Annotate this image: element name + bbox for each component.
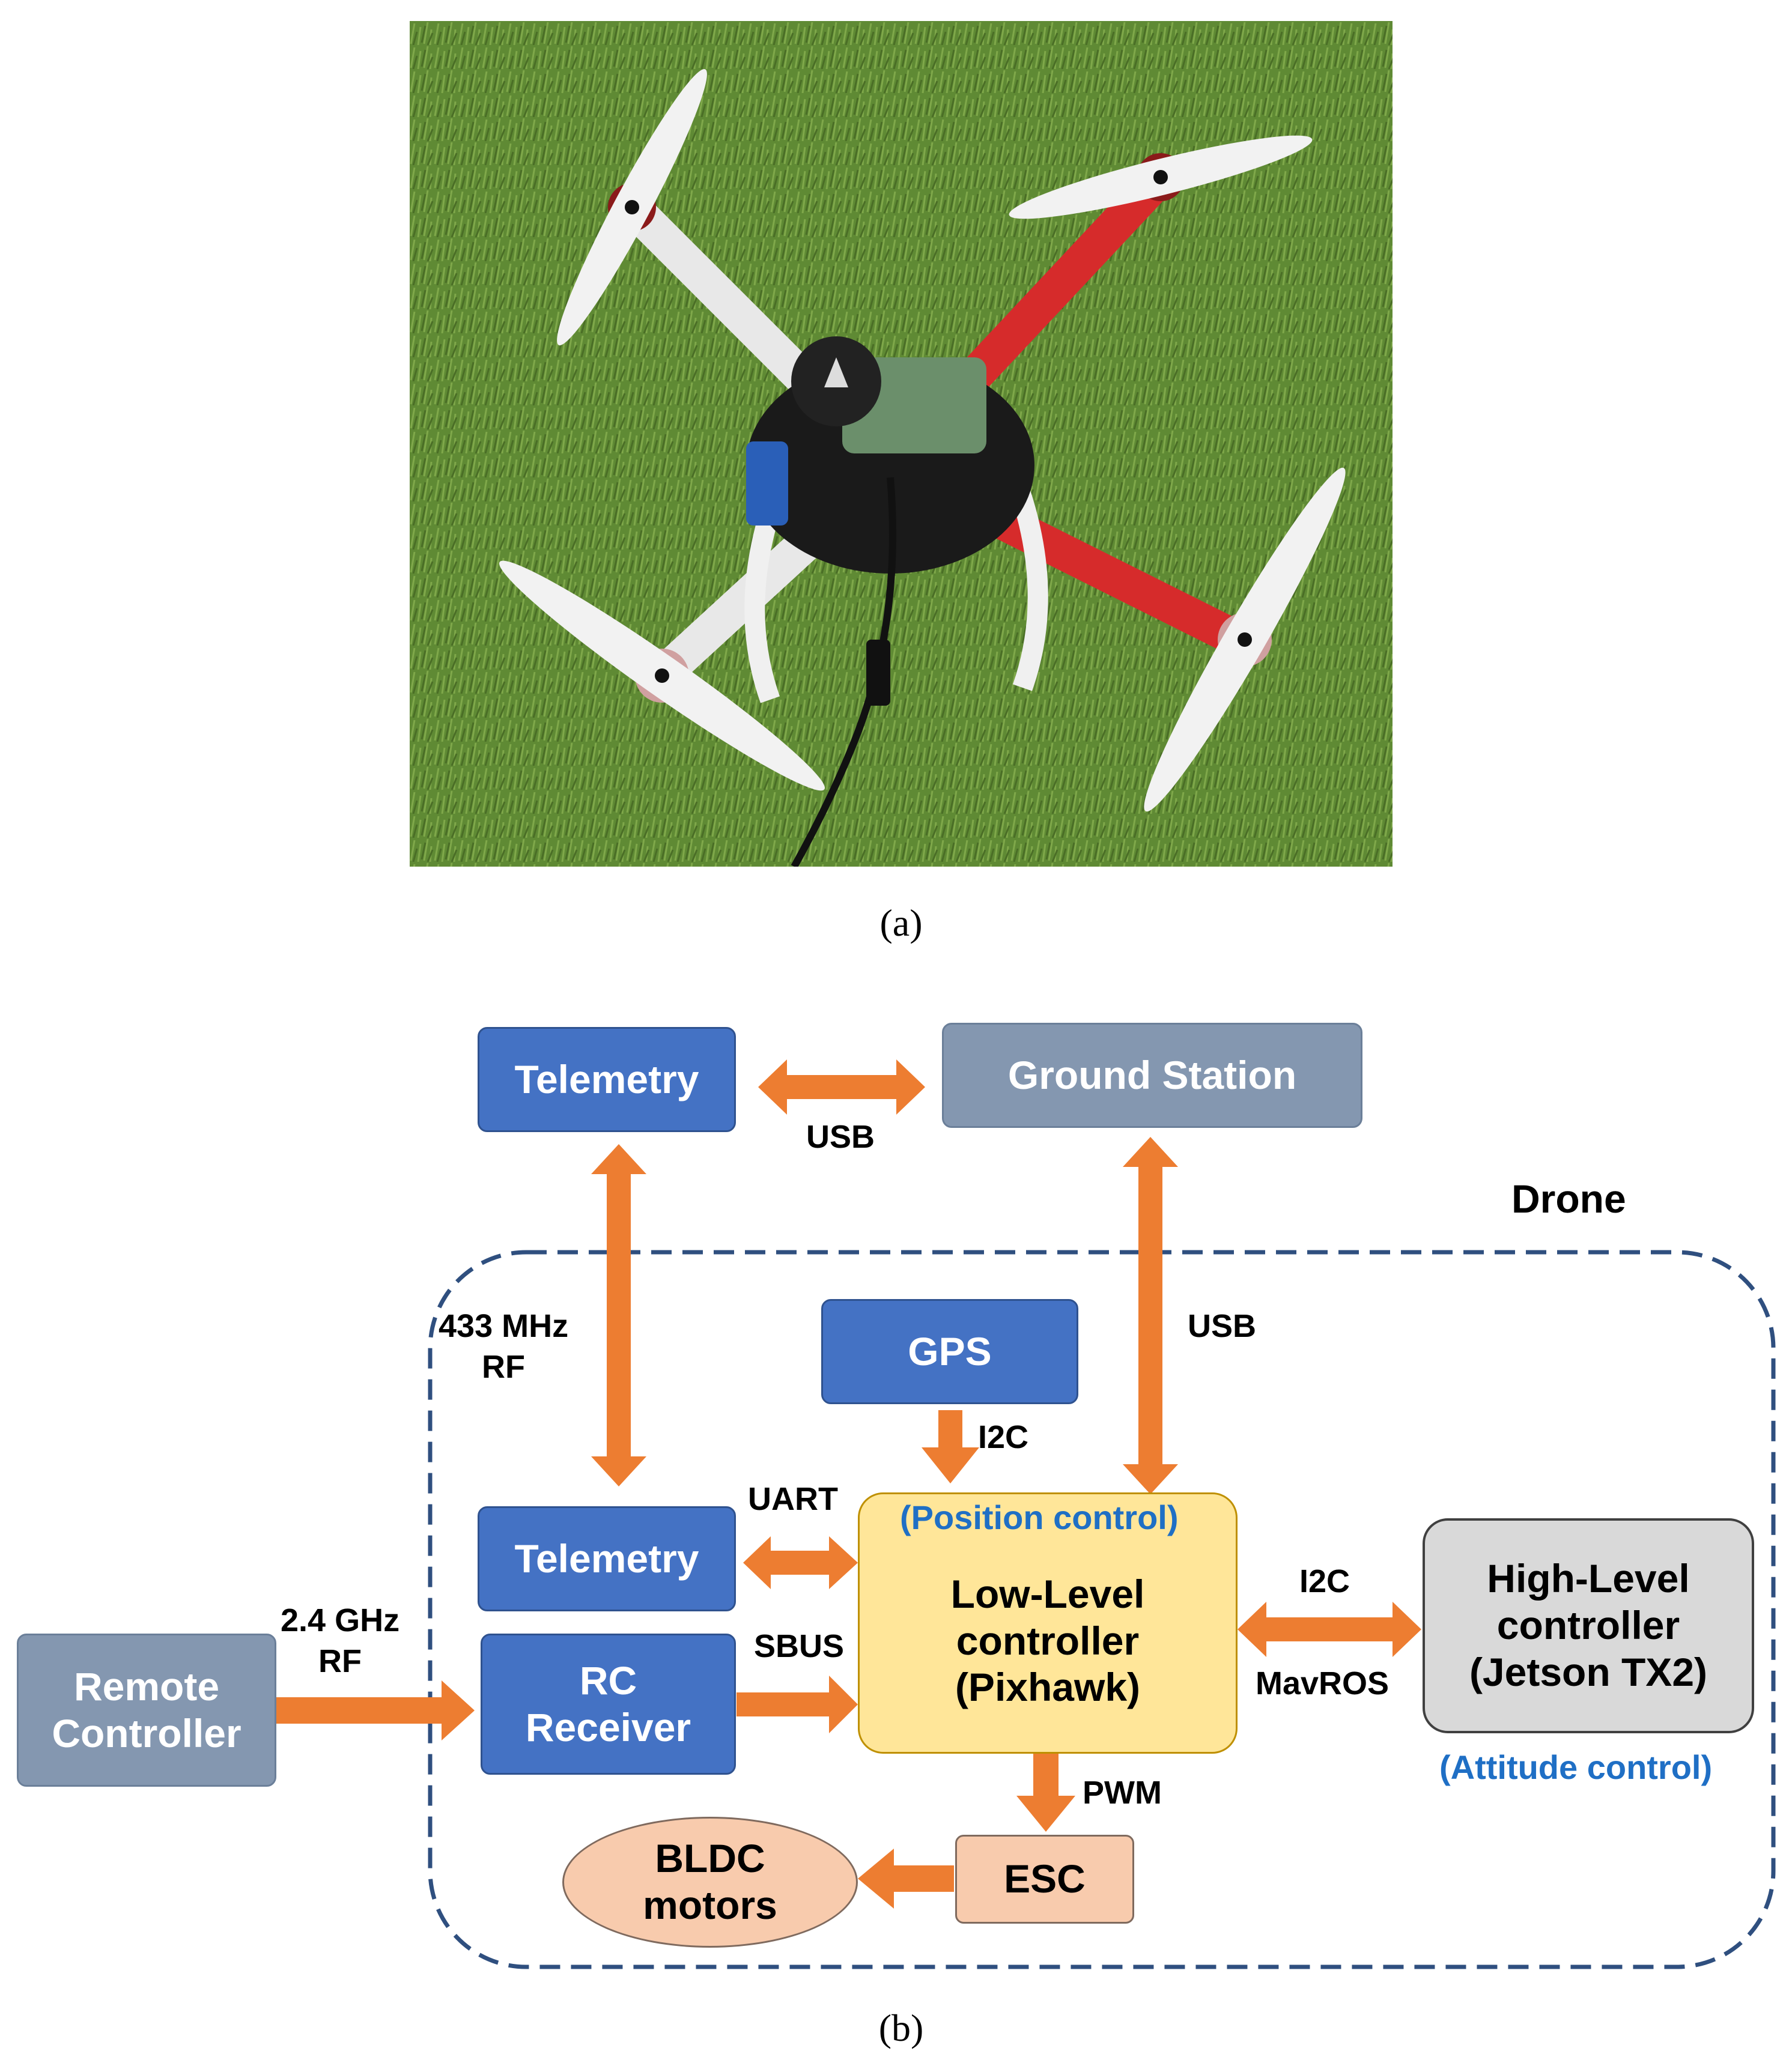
high-level-label-line3: (Jetson TX2) — [1469, 1649, 1708, 1694]
arrow-pwm — [1016, 1754, 1075, 1832]
telemetry-bottom-label: Telemetry — [514, 1536, 699, 1581]
rc-receiver-box: RC Receiver — [481, 1634, 736, 1775]
arrow-telemetry-rf — [591, 1144, 646, 1486]
telemetry-top-label: Telemetry — [514, 1056, 699, 1101]
caption-a: (a) — [879, 901, 923, 944]
low-level-label-line2: controller — [956, 1618, 1140, 1663]
mavros-label: MavROS — [1256, 1665, 1390, 1701]
position-control-label: (Position control) — [900, 1498, 1179, 1536]
telemetry-top-box: Telemetry — [478, 1027, 736, 1132]
uart-label: UART — [748, 1481, 838, 1517]
arrow-telemetry-ground — [758, 1059, 925, 1115]
arrow-ground-lowlevel — [1123, 1137, 1178, 1494]
drone-boundary — [428, 1250, 1776, 1969]
remote-controller-label-line1: Remote — [73, 1664, 220, 1709]
arrow-gps-lowlevel — [922, 1410, 979, 1483]
pwm-label: PWM — [1083, 1775, 1162, 1811]
rc-receiver-label-line1: RC — [579, 1658, 637, 1703]
gps-label: GPS — [908, 1328, 992, 1374]
arrow-sbus — [737, 1676, 858, 1733]
usb-top-label: USB — [806, 1119, 875, 1155]
rf-433-label: 433 MHz RF — [439, 1306, 568, 1387]
bldc-label-line2: motors — [643, 1883, 777, 1927]
arrow-esc-bldc — [858, 1849, 954, 1909]
remote-controller-label-line2: Controller — [52, 1710, 241, 1755]
rf-433-label-line2: RF — [482, 1348, 526, 1385]
high-level-controller-box: High-Level controller (Jetson TX2) — [1423, 1518, 1754, 1733]
esc-label: ESC — [1004, 1856, 1086, 1901]
arrow-uart — [743, 1536, 858, 1589]
telemetry-bottom-box: Telemetry — [478, 1506, 736, 1611]
high-level-label-line1: High-Level — [1487, 1556, 1690, 1601]
ground-station-label: Ground Station — [1007, 1052, 1297, 1097]
sbus-label: SBUS — [754, 1628, 845, 1664]
rf-24-label-line1: 2.4 GHz — [281, 1602, 400, 1638]
drone-photo — [410, 21, 1393, 867]
bldc-label-line1: BLDC — [655, 1836, 765, 1881]
arrow-rf24 — [276, 1680, 475, 1740]
drone-group-label: Drone — [1511, 1177, 1626, 1221]
i2c-gps-label: I2C — [978, 1419, 1029, 1455]
ground-station-box: Ground Station — [942, 1023, 1362, 1128]
low-level-label-line3: (Pixhawk) — [955, 1665, 1141, 1710]
low-level-label-line1: Low-Level — [950, 1571, 1145, 1616]
esc-box: ESC — [955, 1835, 1134, 1924]
rf-24-label: 2.4 GHz RF — [281, 1601, 399, 1682]
rf-24-label-line2: RF — [318, 1643, 362, 1679]
arrow-i2c-mavros — [1238, 1602, 1421, 1657]
low-level-controller-box: Low-Level controller (Pixhawk) — [858, 1492, 1238, 1754]
remote-controller-box: Remote Controller — [17, 1634, 276, 1787]
bldc-motors-ellipse: BLDC motors — [562, 1817, 858, 1948]
rc-receiver-label-line2: Receiver — [525, 1704, 691, 1749]
high-level-label-line2: controller — [1496, 1603, 1680, 1648]
attitude-control-label: (Attitude control) — [1439, 1748, 1713, 1786]
rf-433-label-line1: 433 MHz — [439, 1308, 569, 1344]
caption-b: (b) — [878, 2007, 924, 2049]
gps-box: GPS — [821, 1299, 1078, 1404]
i2c-hl-label: I2C — [1299, 1563, 1350, 1599]
usb-right-label: USB — [1188, 1308, 1257, 1344]
